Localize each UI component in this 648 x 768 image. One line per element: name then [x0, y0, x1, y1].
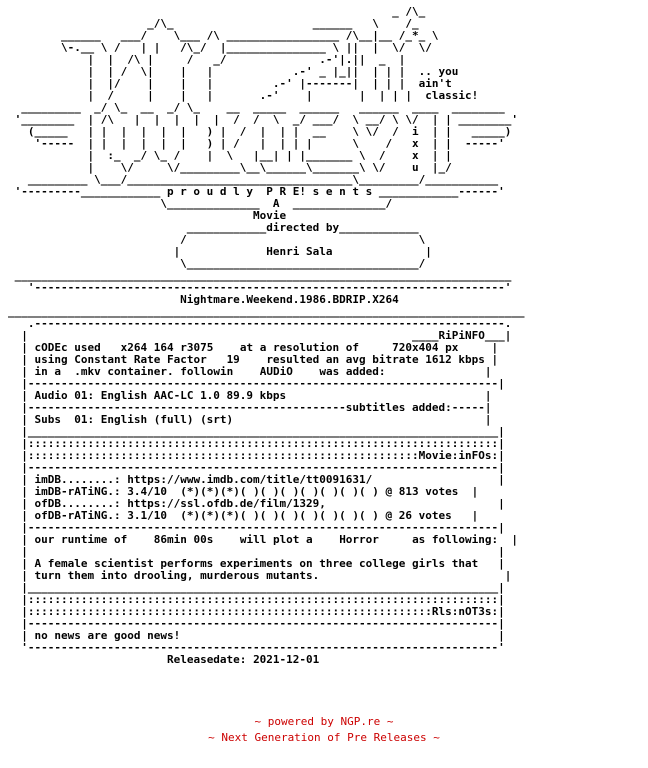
banner-line: ________________________________________… — [8, 305, 525, 318]
ofdb-votes: @ 26 votes — [385, 509, 452, 522]
banner-line: \-.__ \ / | | /\_/ |_______________ \ ||… — [8, 41, 432, 54]
banner-line: ______ ___/ \___ /\ _________________ /\… — [8, 29, 439, 42]
runtime-value: 86min 00s — [153, 533, 214, 546]
banner-line: | | / \| | | .-' _ |_|| | | | .. you — [8, 65, 459, 78]
banner-line: | :_ _/ \_ / | \ |__| | |_______ \ / x |… — [8, 149, 452, 162]
banner-line: ________________________________________… — [8, 269, 512, 282]
banner-line: | |/ | | | .-' |-------| | | | ain't — [8, 77, 452, 90]
release-name: Nightmare.Weekend.1986.BDRIP.X264 — [8, 293, 399, 306]
resolution-label: at a resolution of — [239, 341, 360, 354]
banner-line: Movie — [8, 209, 287, 222]
banner-line: | | /\ | / _/ .-'|.|| _ | — [8, 53, 406, 66]
imdb-rating-label: imDB-rATiNG.: — [34, 485, 121, 498]
divider: |_______________________________________… — [8, 425, 505, 438]
imdb-row: | imDB........: https://www.imdb.com/tit… — [8, 473, 505, 486]
ofdb-label: ofDB........: — [34, 497, 121, 510]
banner-line: '________ | /\ | | | | | / / \ _/ ___/ \… — [8, 113, 518, 126]
imdb-rating-row: | imDB-rATiNG.: 3.4/10 (*)(*)(*)( )( )( … — [8, 485, 479, 498]
ofdb-rating-stars: (*)(*)(*)( )( )( )( )( )( )( ) — [180, 509, 379, 522]
movie-info-header: Movie:inFOs — [418, 449, 492, 462]
ofdb-row: | ofDB........: https://ssl.ofdb.de/film… — [8, 497, 505, 510]
codec-line: | cODEc used x264 164 r3075 at a resolut… — [8, 341, 499, 354]
banner-line: _________ _/ \_ __ _/ \_ __ _____ ______… — [8, 101, 505, 114]
blank-row: | | — [8, 545, 505, 558]
release-date-row: Releasedate: 2021-12-01 — [8, 654, 525, 666]
banner-line: | Henri Sala | — [8, 245, 432, 258]
banner-line: | / | | | .-' | | | | | classic! — [8, 89, 479, 102]
crf-value: 19 — [226, 353, 240, 366]
notes-row: | no news are good news! | — [8, 629, 505, 642]
banner-line: '---------____________ p r o u d l y P R… — [8, 185, 505, 198]
footer-powered-by: ~ powered by NGP.re ~ — [254, 715, 394, 728]
nfo-document: _ /\_ _/\_ ______ \ /_ ______ ___/ \___ … — [8, 6, 525, 666]
codec-label: cODEc used — [34, 341, 101, 354]
crf-label: using Constant Rate Factor — [34, 353, 207, 366]
subtitles-header: subtitles added: — [345, 401, 452, 414]
divider: |---------------------------------------… — [8, 461, 505, 474]
plot-line-1: A female scientist performs experiments … — [34, 557, 479, 570]
divider: |---------------------------------------… — [8, 377, 505, 390]
banner-line: \___________________________________/ — [8, 257, 426, 270]
release-label: Releasedate: — [166, 653, 247, 666]
plot-line-2: turn them into drooling, murderous mutan… — [34, 569, 320, 582]
codec-value: x264 164 r3075 — [120, 341, 214, 354]
ofdb-link[interactable]: https://ssl.ofdb.de/film/1329, — [127, 497, 326, 510]
imdb-rating-stars: (*)(*)(*)( )( )( )( )( )( )( ) — [180, 485, 379, 498]
container-prefix: in a — [34, 365, 62, 378]
imdb-votes: @ 813 votes — [385, 485, 459, 498]
divider: |---------------------------------------… — [8, 521, 505, 534]
container-line: | in a .mkv container. followin AUDiO wa… — [8, 365, 492, 378]
audio-track: Audio 01: English AAC-LC 1.0 89.9 kbps — [34, 389, 287, 402]
banner-line: _ /\_ — [8, 5, 426, 18]
banner-line: '---------------------------------------… — [8, 281, 512, 294]
bitrate-label: resulted an avg bitrate — [266, 353, 419, 366]
notes-text: no news are good news! — [34, 629, 181, 642]
footer-tagline: ~ Next Generation of Pre Releases ~ — [208, 731, 440, 744]
imdb-rating-value: 3.4/10 — [127, 485, 167, 498]
plot-row-1: | A female scientist performs experiment… — [8, 557, 505, 570]
subs-line-row: | Subs 01: English (full) (srt) | — [8, 413, 492, 426]
banner-line: _________ \___/_________________________… — [8, 173, 499, 186]
plot-row-2: | turn them into drooling, murderous mut… — [8, 569, 512, 582]
imdb-label: imDB........: — [34, 473, 121, 486]
notes-header: Rls:nOT3s — [431, 605, 492, 618]
bitrate-value: 1612 kbps — [425, 353, 485, 366]
banner-line: '----- | | | | | | ) | / | | | | \ / x |… — [8, 137, 505, 150]
banner-line: | \/ \/_________\__\______\_______\ \/ u… — [8, 161, 452, 174]
banner-line: .---------------------------------------… — [8, 317, 512, 330]
runtime-mid: will plot a — [239, 533, 313, 546]
banner-line: \______________ A ______________/ — [8, 197, 393, 210]
subtitle-track: Subs 01: English (full) (srt) — [34, 413, 234, 426]
banner-line: (_____ | | | | | | ) | / | | | __ \ \/ /… — [8, 125, 512, 138]
divider: |:::::::::::::::::::::::::::::::::::::::… — [8, 593, 505, 606]
runtime-prefix: our runtime of — [34, 533, 128, 546]
banner-line: / \ — [8, 233, 426, 246]
audio-word: AUDiO — [259, 365, 293, 378]
ripinfo-header: | ____RiPiNFO___| — [8, 329, 512, 342]
genre: Horror — [339, 533, 379, 546]
audio-suffix: was added: — [319, 365, 386, 378]
ofdb-rating-label: ofDB-rATiNG.: — [34, 509, 121, 522]
ofdb-rating-value: 3.1/10 — [127, 509, 167, 522]
box-bottom: '---------------------------------------… — [8, 641, 505, 654]
imdb-link[interactable]: https://www.imdb.com/title/tt0091631/ — [127, 473, 373, 486]
divider: |---------------------------------------… — [8, 617, 505, 630]
audio-line-row: | Audio 01: English AAC-LC 1.0 89.9 kbps… — [8, 389, 492, 402]
subtitles-header-row: |---------------------------------------… — [8, 401, 492, 414]
banner-line: ____________directed by____________ — [8, 221, 419, 234]
release-date: 2021-12-01 — [253, 653, 320, 666]
ofdb-rating-row: | ofDB-rATiNG.: 3.1/10 (*)(*)(*)( )( )( … — [8, 509, 479, 522]
divider: |_______________________________________… — [8, 581, 505, 594]
crf-line: | using Constant Rate Factor 19 resulted… — [8, 353, 499, 366]
runtime-suffix: as following: — [412, 533, 499, 546]
divider: |:::::::::::::::::::::::::::::::::::::::… — [8, 437, 505, 450]
resolution-value: 720x404 px — [392, 341, 459, 354]
notes-header-row: |:::::::::::::::::::::::::::::::::::::::… — [8, 605, 505, 618]
runtime-row: | our runtime of 86min 00s will plot a H… — [8, 533, 519, 546]
container-value: .mkv container. followin — [74, 365, 234, 378]
movie-info-header-row: |:::::::::::::::::::::::::::::::::::::::… — [8, 449, 505, 462]
banner-line: _/\_ ______ \ /_ — [8, 17, 419, 30]
